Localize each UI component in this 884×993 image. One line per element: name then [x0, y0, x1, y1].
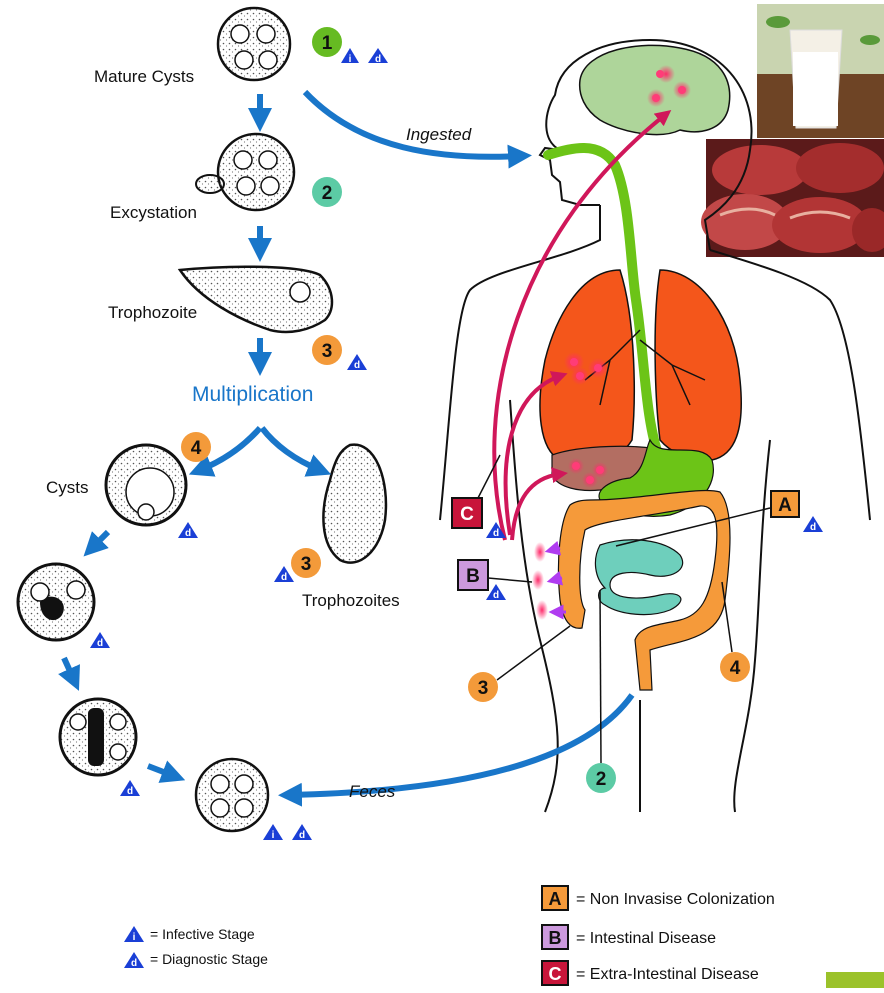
svg-text:= Diagnostic Stage: = Diagnostic Stage [150, 951, 268, 967]
svg-text:d: d [131, 958, 137, 969]
svg-text:3: 3 [322, 341, 333, 362]
svg-text:d: d [493, 528, 499, 539]
svg-text:= Non Invasise Colonization: = Non Invasise Colonization [576, 891, 775, 908]
svg-text:C: C [460, 504, 474, 525]
stage-2-body-badge: 2 [586, 590, 616, 793]
svg-text:4: 4 [191, 438, 202, 459]
mature-cysts-label: Mature Cysts [94, 67, 194, 86]
excystation-label: Excystation [110, 203, 197, 222]
small-intestine [595, 540, 682, 615]
stage-4-body-badge: 4 [720, 582, 750, 682]
corner-tab [826, 972, 884, 988]
diagnostic-marker: d [120, 780, 140, 797]
trophozoites-image [323, 445, 386, 563]
svg-text:d: d [810, 522, 816, 533]
svg-text:= Extra-Intestinal Disease: = Extra-Intestinal Disease [576, 966, 759, 983]
stage-1-badge: 1 [312, 27, 342, 57]
svg-text:d: d [493, 590, 499, 601]
diagnostic-marker: d [292, 824, 312, 841]
svg-text:= Infective Stage: = Infective Stage [150, 926, 255, 942]
diagnostic-marker: d [90, 632, 110, 649]
svg-text:3: 3 [301, 554, 312, 575]
stage-3-trophozoites-badge: 3 [291, 548, 321, 578]
svg-text:d: d [185, 528, 191, 539]
infective-marker: i [263, 824, 283, 841]
diagnostic-marker: d [368, 48, 388, 65]
ingested-label: Ingested [406, 125, 472, 144]
trophozoite-image [180, 267, 332, 332]
stage-2-badge: 2 [312, 177, 342, 207]
svg-text:A: A [549, 889, 562, 909]
multiplication-label: Multiplication [192, 383, 313, 406]
stage-3-body-badge: 3 [468, 626, 570, 702]
mature-cyst-image [218, 8, 290, 80]
svg-text:i: i [349, 54, 352, 65]
feces-label: Feces [349, 782, 396, 801]
svg-text:d: d [127, 786, 133, 797]
legend-A: A = Non Invasise Colonization [542, 886, 775, 910]
svg-text:1: 1 [322, 33, 333, 54]
svg-text:d: d [354, 360, 360, 371]
infective-marker: i [341, 48, 359, 65]
cyst-maturing-1-image [18, 564, 94, 640]
cyst-maturing-2-image [60, 699, 136, 775]
svg-text:A: A [778, 495, 792, 516]
legend-B: B = Intestinal Disease [542, 925, 716, 949]
legend-C: C = Extra-Intestinal Disease [542, 961, 759, 985]
legend-infective-stage: i = Infective Stage [124, 926, 255, 943]
svg-text:2: 2 [322, 183, 333, 204]
svg-text:i: i [272, 830, 275, 841]
svg-text:d: d [299, 830, 305, 841]
svg-text:B: B [466, 566, 480, 587]
large-intestine [558, 491, 730, 690]
svg-text:d: d [281, 572, 287, 583]
diagnostic-marker: d [274, 566, 294, 583]
stage-4-badge: 4 [181, 432, 211, 462]
milk-photo [757, 4, 884, 138]
excystation-image [196, 134, 294, 210]
svg-text:2: 2 [596, 769, 607, 790]
diagnostic-marker: d [178, 522, 198, 539]
svg-text:B: B [549, 928, 562, 948]
diagnostic-marker: d [347, 354, 367, 371]
legend-diagnostic-stage: d = Diagnostic Stage [124, 951, 268, 969]
trophozoites-label: Trophozoites [302, 591, 400, 610]
stage-3-badge: 3 [312, 335, 342, 365]
svg-text:4: 4 [730, 658, 741, 679]
cyst-image [106, 445, 186, 525]
svg-text:d: d [97, 638, 103, 649]
trophozoite-label: Trophozoite [108, 303, 197, 322]
marker-B: B [458, 560, 532, 590]
svg-text:3: 3 [478, 678, 489, 699]
svg-text:d: d [375, 54, 381, 65]
diagnostic-marker: d [803, 516, 823, 533]
svg-text:C: C [549, 964, 562, 984]
svg-text:i: i [133, 932, 136, 943]
cysts-label: Cysts [46, 478, 89, 497]
mature-cyst-final-image [196, 759, 268, 831]
svg-text:= Intestinal Disease: = Intestinal Disease [576, 930, 716, 947]
